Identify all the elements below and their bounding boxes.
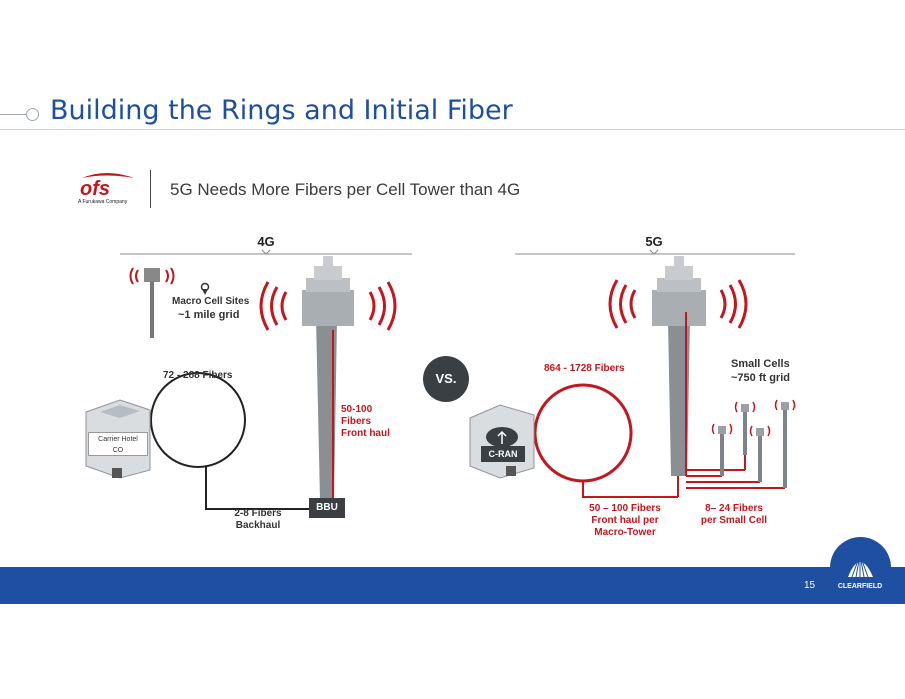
ring-5g — [533, 383, 633, 483]
title-decor-circle — [26, 108, 39, 121]
ofs-logo-text: ofs — [80, 178, 110, 200]
heading-5g: 5G — [645, 234, 663, 249]
backhaul-label: 2-8 Fibers Backhaul — [228, 508, 288, 532]
tower-4g — [259, 256, 397, 500]
fronthaul-5g-line2: Front haul per — [591, 515, 659, 526]
clearfield-logo — [830, 537, 891, 598]
fronthaul-line-5g — [582, 481, 678, 498]
location-pin-icon — [200, 282, 210, 295]
small-cell-fibers-line2: per Small Cell — [700, 515, 768, 526]
carrier-hotel-line1: Carrier Hotel — [98, 436, 138, 443]
small-cell-fibers-line1: 8– 24 Fibers — [705, 503, 763, 514]
fronthaul-4g-line3: Front haul — [341, 428, 390, 439]
cran-building-icon — [469, 404, 535, 479]
fronthaul-5g-line1: 50 – 100 Fibers — [589, 503, 661, 514]
ring-4g — [150, 372, 246, 468]
carrier-hotel-line2: CO — [112, 447, 124, 454]
slide-title: Building the Rings and Initial Fiber — [50, 95, 513, 126]
macro-tower-icon — [129, 267, 175, 338]
panel-title: 5G Needs More Fibers per Cell Tower than… — [170, 180, 521, 199]
small-cells-line2: ~750 ft grid — [731, 372, 790, 384]
fronthaul-5g-label: 50 – 100 Fibers Front haul per Macro-Tow… — [582, 503, 668, 539]
clearfield-shell-icon — [848, 554, 873, 578]
backhaul-line — [205, 466, 309, 510]
fronthaul-4g-label: 50-100 Fibers Front haul — [341, 404, 390, 440]
header-divider — [150, 170, 151, 208]
ring-5g-fibers-label: 864 - 1728 Fibers — [544, 363, 625, 374]
small-cell-fibers-label: 8– 24 Fibers per Small Cell — [696, 503, 772, 527]
small-cells — [686, 399, 796, 489]
macro-cell-label: Macro Cell Sites — [172, 296, 250, 307]
clearfield-logo-text: CLEARFIELD — [837, 583, 883, 590]
small-cells-label: Small Cells ~750 ft grid — [731, 357, 790, 385]
title-divider — [0, 129, 905, 130]
macro-grid-label: ~1 mile grid — [178, 309, 240, 321]
backhaul-line2: Backhaul — [235, 520, 281, 531]
small-cells-line1: Small Cells — [731, 358, 790, 370]
cran-label: C-RAN — [481, 446, 525, 462]
tower-5g — [608, 256, 748, 476]
carrier-hotel-label: Carrier Hotel CO — [88, 432, 148, 456]
title-decor-line — [0, 114, 28, 115]
page-number: 15 — [804, 580, 816, 591]
ofs-logo: ofs — [80, 173, 134, 200]
backhaul-line1: 2-8 Fibers — [234, 508, 282, 519]
footer-band — [0, 567, 905, 604]
bbu-badge: BBU — [309, 498, 345, 518]
ring-4g-fibers-label: 72 - 288 Fibers — [163, 370, 233, 381]
fronthaul-4g-line1: 50-100 — [341, 404, 373, 415]
ofs-tagline: A Furukawa Company — [78, 199, 128, 205]
heading-4g: 4G — [257, 234, 275, 249]
fronthaul-4g-line2: Fibers — [341, 416, 372, 427]
vs-badge: VS. — [423, 356, 469, 402]
fronthaul-5g-line3: Macro-Tower — [594, 527, 656, 538]
